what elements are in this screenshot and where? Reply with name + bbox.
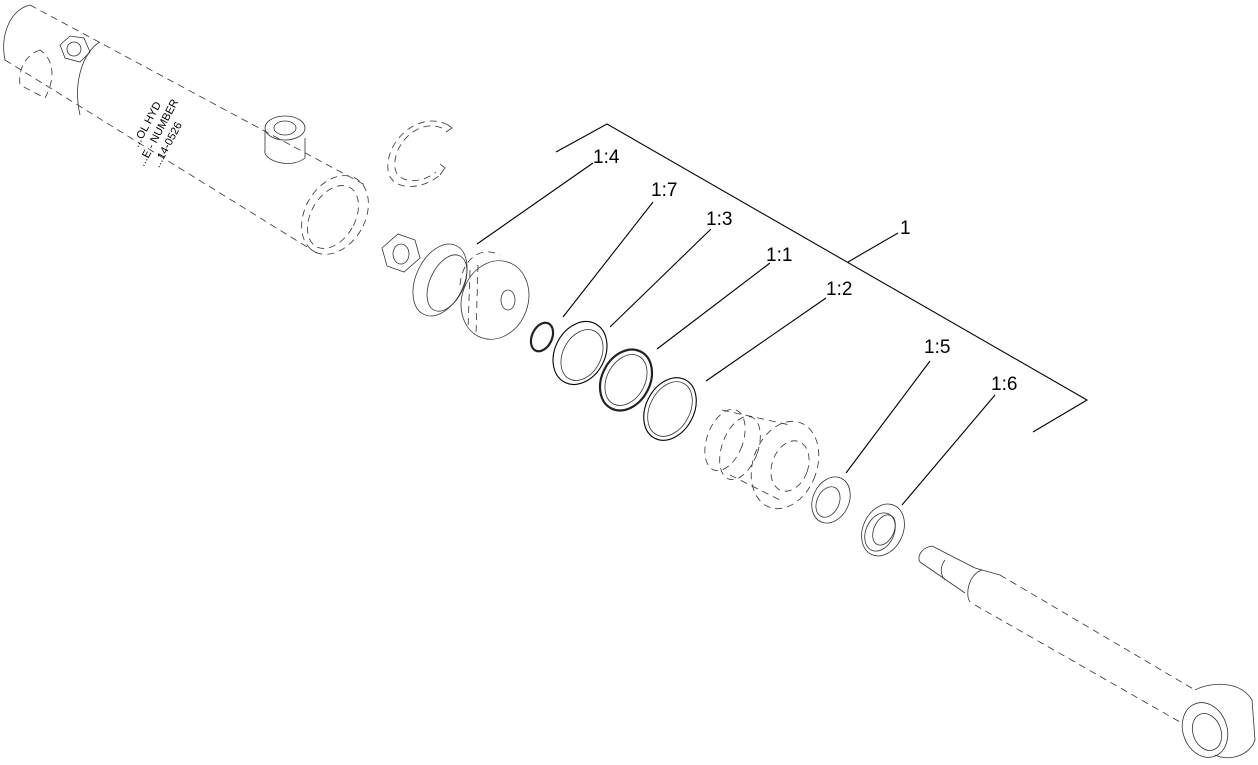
callout-1-7: 1:7 xyxy=(651,180,677,201)
bushing-part-1-5 xyxy=(811,476,851,524)
piston-rod xyxy=(918,545,1256,759)
callout-1-5: 1:5 xyxy=(924,337,950,358)
callout-1: 1 xyxy=(900,218,911,239)
callout-1-4: 1:4 xyxy=(593,147,620,168)
callout-1-3: 1:3 xyxy=(706,209,732,230)
callout-1-1: 1:1 xyxy=(766,245,792,266)
callout-1-2: 1:2 xyxy=(826,279,852,300)
seal-ring-part-1-1 xyxy=(598,348,654,412)
rod-seal-part-1-6 xyxy=(861,503,905,557)
leader-lines xyxy=(476,162,996,506)
piston xyxy=(704,408,820,510)
gland-part-1-4 xyxy=(412,243,530,340)
callout-1-6: 1:6 xyxy=(991,374,1017,395)
o-ring-part-1-2 xyxy=(643,377,697,441)
snap-ring xyxy=(387,120,453,187)
seal-ring-part-1-3 xyxy=(552,321,608,385)
o-ring-part-1-7 xyxy=(529,321,555,353)
callout-labels: 1 1:4 1:7 1:3 1:1 1:2 1:5 1:6 xyxy=(593,147,1017,395)
cylinder-barrel: ...OL HYD ...E - NUMBER ...14-0526 xyxy=(3,4,369,256)
assembly-bracket xyxy=(555,123,1089,433)
hex-nut xyxy=(381,233,421,273)
